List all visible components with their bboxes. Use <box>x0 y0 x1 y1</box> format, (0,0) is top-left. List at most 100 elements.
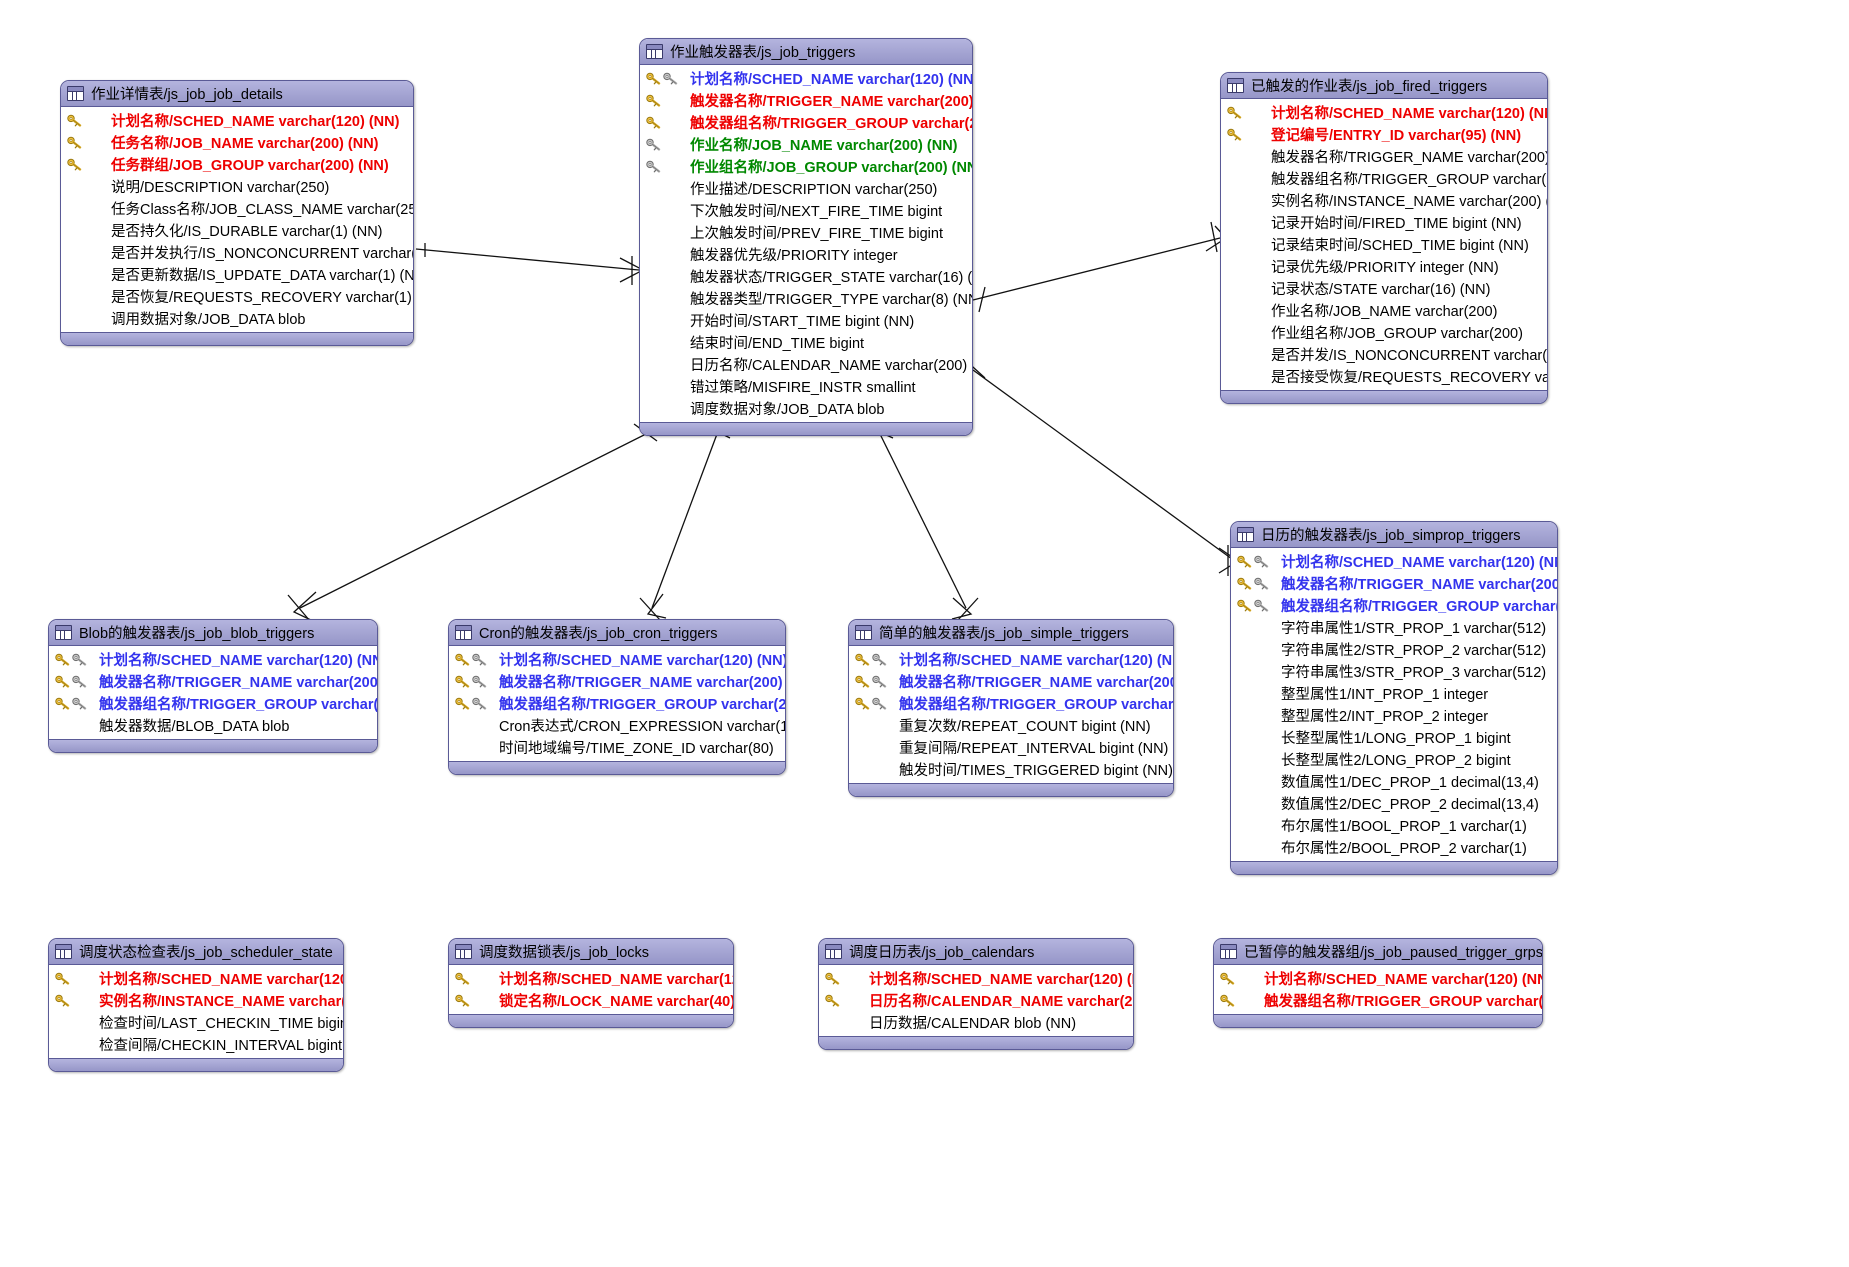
attribute-row[interactable]: 任务名称/JOB_NAME varchar(200) (NN) <box>61 131 413 153</box>
attribute-row[interactable]: 是否更新数据/IS_UPDATE_DATA varchar(1) (NN) <box>61 263 413 285</box>
attribute-row[interactable]: 触发器优先级/PRIORITY integer <box>640 243 972 265</box>
attribute-row[interactable]: 整型属性2/INT_PROP_2 integer <box>1231 704 1557 726</box>
entity-header-job_triggers[interactable]: 作业触发器表/js_job_triggers <box>640 39 972 65</box>
attribute-row[interactable]: 记录状态/STATE varchar(16) (NN) <box>1221 277 1547 299</box>
attribute-row[interactable]: 布尔属性2/BOOL_PROP_2 varchar(1) <box>1231 836 1557 858</box>
entity-header-fired_triggers[interactable]: 已触发的作业表/js_job_fired_triggers <box>1221 73 1547 99</box>
attribute-row[interactable]: 作业名称/JOB_NAME varchar(200) <box>1221 299 1547 321</box>
attribute-row[interactable]: 触发器名称/TRIGGER_NAME varchar(200) (NN) <box>640 89 972 111</box>
attribute-row[interactable]: 时间地域编号/TIME_ZONE_ID varchar(80) <box>449 736 785 758</box>
attribute-row[interactable]: 触发器组名称/TRIGGER_GROUP varchar(200) (NN) <box>449 692 785 714</box>
attribute-row[interactable]: 错过策略/MISFIRE_INSTR smallint <box>640 375 972 397</box>
attribute-row[interactable]: 触发器名称/TRIGGER_NAME varchar(200) (NN) <box>849 670 1173 692</box>
attribute-row[interactable]: 计划名称/SCHED_NAME varchar(120) (NN) <box>449 648 785 670</box>
attribute-row[interactable]: 实例名称/INSTANCE_NAME varchar(200) (NN) <box>49 989 343 1011</box>
attribute-row[interactable]: 登记编号/ENTRY_ID varchar(95) (NN) <box>1221 123 1547 145</box>
attribute-row[interactable]: 结束时间/END_TIME bigint <box>640 331 972 353</box>
attribute-row[interactable]: 重复间隔/REPEAT_INTERVAL bigint (NN) <box>849 736 1173 758</box>
attribute-row[interactable]: 计划名称/SCHED_NAME varchar(120) (NN) <box>849 648 1173 670</box>
attribute-row[interactable]: 字符串属性2/STR_PROP_2 varchar(512) <box>1231 638 1557 660</box>
entity-header-job_details[interactable]: 作业详情表/js_job_job_details <box>61 81 413 107</box>
attribute-row[interactable]: 计划名称/SCHED_NAME varchar(120) (NN) <box>1214 967 1542 989</box>
entity-header-simple_triggers[interactable]: 简单的触发器表/js_job_simple_triggers <box>849 620 1173 646</box>
attribute-row[interactable]: 长整型属性1/LONG_PROP_1 bigint <box>1231 726 1557 748</box>
attribute-row[interactable]: 计划名称/SCHED_NAME varchar(120) (NN) <box>819 967 1133 989</box>
attribute-row[interactable]: 任务群组/JOB_GROUP varchar(200) (NN) <box>61 153 413 175</box>
attribute-row[interactable]: 触发器组名称/TRIGGER_GROUP varchar(200) (NN) <box>640 111 972 133</box>
attribute-row[interactable]: 是否并发执行/IS_NONCONCURRENT varchar(1) (NN) <box>61 241 413 263</box>
attribute-row[interactable]: 触发器组名称/TRIGGER_GROUP varchar(200) (NN) <box>1231 594 1557 616</box>
attribute-row[interactable]: 触发时间/TIMES_TRIGGERED bigint (NN) <box>849 758 1173 780</box>
attribute-row[interactable]: 触发器组名称/TRIGGER_GROUP varchar(200) (NN) <box>1214 989 1542 1011</box>
attribute-row[interactable]: 触发器组名称/TRIGGER_GROUP varchar(200) (NN) <box>49 692 377 714</box>
attribute-row[interactable]: 触发器名称/TRIGGER_NAME varchar(200) (NN) <box>1221 145 1547 167</box>
attribute-row[interactable]: 字符串属性3/STR_PROP_3 varchar(512) <box>1231 660 1557 682</box>
entity-header-calendars[interactable]: 调度日历表/js_job_calendars <box>819 939 1133 965</box>
entity-header-paused_trigger_grps[interactable]: 已暂停的触发器组/js_job_paused_trigger_grps <box>1214 939 1542 965</box>
entity-header-cron_triggers[interactable]: Cron的触发器表/js_job_cron_triggers <box>449 620 785 646</box>
attribute-row[interactable]: 日历名称/CALENDAR_NAME varchar(200) (NN) <box>819 989 1133 1011</box>
entity-header-simprop_triggers[interactable]: 日历的触发器表/js_job_simprop_triggers <box>1231 522 1557 548</box>
attribute-row[interactable]: 开始时间/START_TIME bigint (NN) <box>640 309 972 331</box>
attribute-row[interactable]: 触发器名称/TRIGGER_NAME varchar(200) (NN) <box>449 670 785 692</box>
attribute-row[interactable]: 日历名称/CALENDAR_NAME varchar(200) <box>640 353 972 375</box>
attribute-row[interactable]: 计划名称/SCHED_NAME varchar(120) (NN) <box>640 67 972 89</box>
entity-header-blob_triggers[interactable]: Blob的触发器表/js_job_blob_triggers <box>49 620 377 646</box>
attribute-row[interactable]: 计划名称/SCHED_NAME varchar(120) (NN) <box>1231 550 1557 572</box>
attribute-row[interactable]: 布尔属性1/BOOL_PROP_1 varchar(1) <box>1231 814 1557 836</box>
attribute-row[interactable]: 作业描述/DESCRIPTION varchar(250) <box>640 177 972 199</box>
attribute-row[interactable]: 下次触发时间/NEXT_FIRE_TIME bigint <box>640 199 972 221</box>
attribute-row[interactable]: 触发器组名称/TRIGGER_GROUP varchar(200) (NN) <box>849 692 1173 714</box>
attribute-row[interactable]: 是否持久化/IS_DURABLE varchar(1) (NN) <box>61 219 413 241</box>
attribute-row[interactable]: 调用数据对象/JOB_DATA blob <box>61 307 413 329</box>
attribute-row[interactable]: 数值属性2/DEC_PROP_2 decimal(13,4) <box>1231 792 1557 814</box>
attribute-row[interactable]: 说明/DESCRIPTION varchar(250) <box>61 175 413 197</box>
attribute-row[interactable]: 触发器组名称/TRIGGER_GROUP varchar(200) (NN) <box>1221 167 1547 189</box>
attribute-row[interactable]: 日历数据/CALENDAR blob (NN) <box>819 1011 1133 1033</box>
attribute-row[interactable]: 计划名称/SCHED_NAME varchar(120) (NN) <box>61 109 413 131</box>
attribute-row[interactable]: 整型属性1/INT_PROP_1 integer <box>1231 682 1557 704</box>
attribute-row[interactable]: 上次触发时间/PREV_FIRE_TIME bigint <box>640 221 972 243</box>
attribute-row[interactable]: 作业组名称/JOB_GROUP varchar(200) (NN) <box>640 155 972 177</box>
attribute-row[interactable]: 调度数据对象/JOB_DATA blob <box>640 397 972 419</box>
attribute-row[interactable]: 实例名称/INSTANCE_NAME varchar(200) (NN) <box>1221 189 1547 211</box>
attribute-row[interactable]: 记录优先级/PRIORITY integer (NN) <box>1221 255 1547 277</box>
attribute-row[interactable]: 字符串属性1/STR_PROP_1 varchar(512) <box>1231 616 1557 638</box>
attribute-row[interactable]: 作业名称/JOB_NAME varchar(200) (NN) <box>640 133 972 155</box>
attribute-row[interactable]: 触发器状态/TRIGGER_STATE varchar(16) (NN) <box>640 265 972 287</box>
attribute-row[interactable]: 计划名称/SCHED_NAME varchar(120) (NN) <box>449 967 733 989</box>
attribute-row[interactable]: 触发器名称/TRIGGER_NAME varchar(200) (NN) <box>49 670 377 692</box>
attribute-row[interactable]: 是否接受恢复/REQUESTS_RECOVERY varchar(1) <box>1221 365 1547 387</box>
attribute-row[interactable]: 触发器名称/TRIGGER_NAME varchar(200) (NN) <box>1231 572 1557 594</box>
attribute-row[interactable]: 触发器类型/TRIGGER_TYPE varchar(8) (NN) <box>640 287 972 309</box>
attribute-row[interactable]: 是否恢复/REQUESTS_RECOVERY varchar(1) (NN) <box>61 285 413 307</box>
attribute-row[interactable]: 数值属性1/DEC_PROP_1 decimal(13,4) <box>1231 770 1557 792</box>
entity-header-locks[interactable]: 调度数据锁表/js_job_locks <box>449 939 733 965</box>
attribute-row[interactable]: 记录开始时间/FIRED_TIME bigint (NN) <box>1221 211 1547 233</box>
attribute-row[interactable]: Cron表达式/CRON_EXPRESSION varchar(120) (NN… <box>449 714 785 736</box>
attribute-row[interactable]: 重复次数/REPEAT_COUNT bigint (NN) <box>849 714 1173 736</box>
attribute-row[interactable]: 锁定名称/LOCK_NAME varchar(40) (NN) <box>449 989 733 1011</box>
attribute-row[interactable]: 触发器数据/BLOB_DATA blob <box>49 714 377 736</box>
attribute-row[interactable]: 检查间隔/CHECKIN_INTERVAL bigint (NN) <box>49 1033 343 1055</box>
attribute-row[interactable]: 计划名称/SCHED_NAME varchar(120) (NN) <box>49 648 377 670</box>
attribute-row[interactable]: 任务Class名称/JOB_CLASS_NAME varchar(250) (N… <box>61 197 413 219</box>
attribute-row[interactable]: 记录结束时间/SCHED_TIME bigint (NN) <box>1221 233 1547 255</box>
attribute-row[interactable]: 是否并发/IS_NONCONCURRENT varchar(1) <box>1221 343 1547 365</box>
attribute-row[interactable]: 检查时间/LAST_CHECKIN_TIME bigint (NN) <box>49 1011 343 1033</box>
attribute-row[interactable]: 长整型属性2/LONG_PROP_2 bigint <box>1231 748 1557 770</box>
entity-header-scheduler_state[interactable]: 调度状态检查表/js_job_scheduler_state <box>49 939 343 965</box>
attribute-row[interactable]: 计划名称/SCHED_NAME varchar(120) (NN) <box>1221 101 1547 123</box>
attribute-row[interactable]: 作业组名称/JOB_GROUP varchar(200) <box>1221 321 1547 343</box>
